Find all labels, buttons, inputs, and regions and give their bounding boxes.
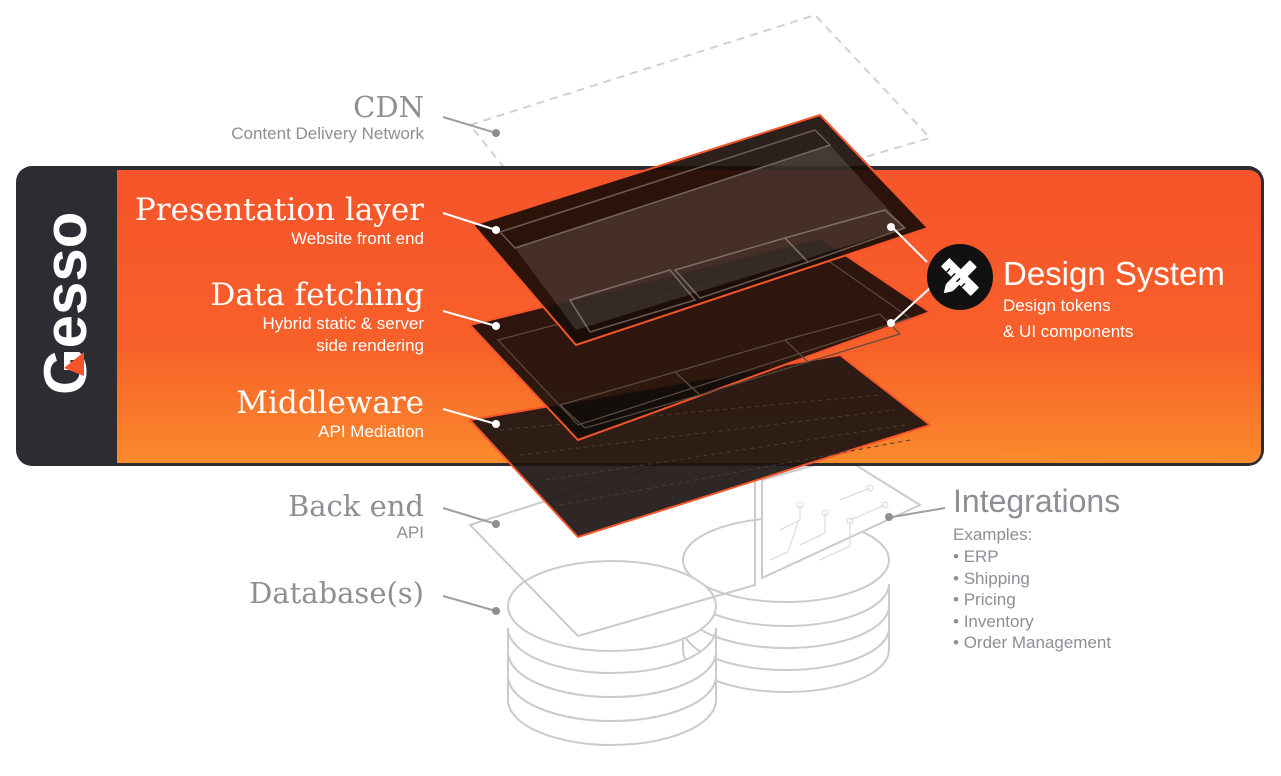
design-system-line-1: Design tokens bbox=[1003, 296, 1111, 315]
presentation-subtitle: Website front end bbox=[291, 229, 424, 248]
middleware-subtitle: API Mediation bbox=[318, 422, 424, 441]
integrations-title: Integrations bbox=[953, 483, 1121, 519]
data-fetching-subtitle-1: Hybrid static & server bbox=[262, 314, 424, 333]
back-end-title: Back end bbox=[287, 489, 424, 523]
logo-text: Gesso bbox=[32, 212, 99, 395]
list-item: Shipping bbox=[953, 568, 1120, 590]
cdn-title: CDN bbox=[353, 90, 424, 124]
presentation-label: Presentation layer Website front end bbox=[135, 192, 424, 250]
presentation-panel bbox=[471, 113, 930, 347]
back-end-label: Back end API bbox=[288, 489, 424, 543]
cdn-label: CDN Content Delivery Network bbox=[231, 90, 424, 144]
design-system-title: Design System bbox=[1003, 255, 1225, 292]
data-fetching-title: Data fetching bbox=[210, 277, 424, 313]
gesso-logo: Gesso bbox=[32, 212, 99, 395]
integrations-examples-label: Examples: bbox=[953, 525, 1033, 544]
list-item: Inventory bbox=[953, 611, 1120, 633]
database-disk bbox=[682, 583, 890, 649]
presentation-title: Presentation layer bbox=[134, 192, 424, 228]
list-item: Order Management bbox=[953, 632, 1120, 654]
pencil-ruler-icon bbox=[927, 244, 993, 310]
data-fetching-label: Data fetching Hybrid static & server sid… bbox=[211, 277, 424, 357]
cdn-subtitle: Content Delivery Network bbox=[231, 124, 424, 143]
data-fetching-subtitle-2: side rendering bbox=[316, 336, 424, 355]
database-disk bbox=[507, 627, 717, 698]
database-label: Database(s) bbox=[249, 576, 424, 610]
middleware-label: Middleware API Mediation bbox=[236, 385, 424, 443]
database-title: Database(s) bbox=[249, 576, 424, 610]
back-end-subtitle: API bbox=[396, 523, 424, 542]
list-item: Pricing bbox=[953, 589, 1120, 611]
design-system-label: Design System Design tokens & UI compone… bbox=[1003, 255, 1225, 345]
integrations-list: ERP Shipping Pricing Inventory Order Man… bbox=[953, 546, 1120, 654]
middleware-title: Middleware bbox=[236, 385, 424, 421]
design-system-line-2: & UI components bbox=[1003, 322, 1134, 341]
integrations-label: Integrations Examples: ERP Shipping Pric… bbox=[953, 482, 1120, 654]
list-item: ERP bbox=[953, 546, 1120, 568]
cdn-panel bbox=[468, 13, 932, 247]
database-disk bbox=[507, 560, 717, 652]
